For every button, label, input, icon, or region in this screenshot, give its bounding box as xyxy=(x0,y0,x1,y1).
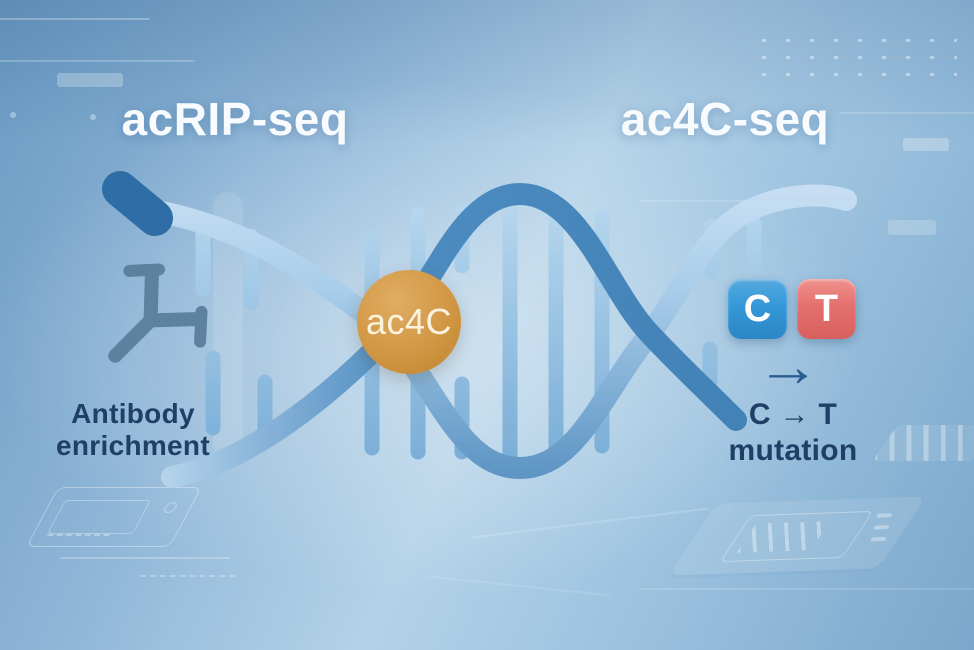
right-method-title: ac4C-seq xyxy=(620,93,830,145)
mutation-caption-line2: mutation xyxy=(728,434,858,467)
mutation-arrow-icon: → xyxy=(756,333,820,399)
dna-strand-front xyxy=(161,182,747,488)
mutation-caption-line1: C → T xyxy=(748,398,838,431)
antibody-icon xyxy=(108,263,208,363)
antibody-arm-right xyxy=(143,312,208,328)
antibody-caption-line1: Antibody xyxy=(71,398,195,429)
base-c-letter: C xyxy=(743,287,772,330)
base-c-tile: C xyxy=(728,279,787,339)
dna-strand-back xyxy=(139,184,857,480)
antibody-stem xyxy=(108,316,155,363)
antibody-caption-line2: enrichment xyxy=(56,430,210,461)
base-t-tile: T xyxy=(797,279,856,339)
antibody-arm-left xyxy=(143,263,159,328)
dna-strand-end-cap xyxy=(102,171,173,236)
ac4c-badge: ac4C xyxy=(357,270,461,374)
ac4c-badge-label: ac4C xyxy=(365,301,453,342)
left-method-title: acRIP-seq xyxy=(121,93,349,145)
base-t-letter: T xyxy=(814,287,839,330)
antibody-light-chain-left xyxy=(123,263,166,277)
antibody-light-chain-right xyxy=(194,305,208,348)
